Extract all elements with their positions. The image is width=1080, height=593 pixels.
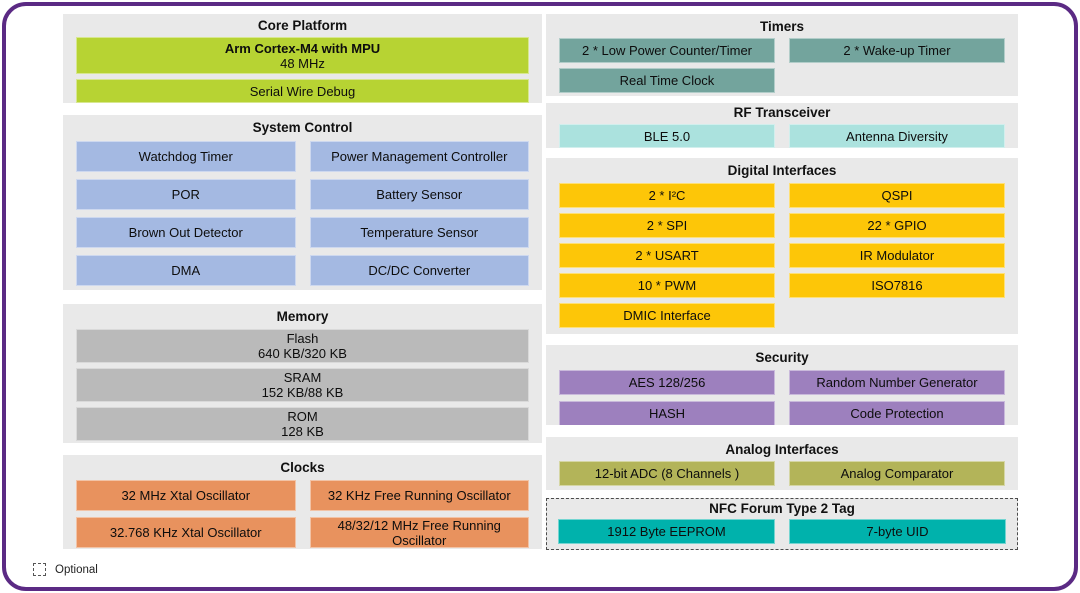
- section-title-core-platform: Core Platform: [257, 18, 348, 33]
- section-title-analog-interfaces: Analog Interfaces: [725, 442, 839, 457]
- block-label: SRAM: [283, 370, 322, 385]
- optional-dashed-box-icon: [33, 563, 46, 576]
- block-eeprom: 1912 Byte EEPROM: [558, 519, 775, 544]
- section-title-system-control: System Control: [252, 120, 353, 135]
- block-ble-5-0: BLE 5.0: [559, 124, 775, 148]
- block-32khz-free-running-oscillator: 32 KHz Free Running Oscillator: [309, 480, 529, 511]
- block-spi: 2 * SPI: [559, 213, 775, 238]
- memory-blocks: Flash 640 KB/320 KB SRAM 152 KB/88 KB RO…: [76, 329, 529, 441]
- section-core-platform: Core Platform Arm Cortex-M4 with MPU 48 …: [63, 14, 542, 103]
- analog-interfaces-blocks: 12-bit ADC (8 Channels ) Analog Comparat…: [559, 461, 1005, 486]
- block-real-time-clock: Real Time Clock: [559, 68, 775, 93]
- digital-interfaces-right-column: QSPI 22 * GPIO IR Modulator ISO7816: [789, 183, 1005, 328]
- block-32768khz-xtal-oscillator: 32.768 KHz Xtal Oscillator: [76, 517, 296, 548]
- timers-blocks: 2 * Low Power Counter/Timer 2 * Wake-up …: [559, 38, 1005, 93]
- digital-interfaces-left-column: 2 * I²C 2 * SPI 2 * USART 10 * PWM DMIC …: [559, 183, 775, 328]
- block-label: Flash: [286, 331, 319, 346]
- section-analog-interfaces: Analog Interfaces 12-bit ADC (8 Channels…: [546, 437, 1018, 490]
- rf-transceiver-blocks: BLE 5.0 Antenna Diversity: [559, 124, 1005, 148]
- section-title-clocks: Clocks: [280, 460, 325, 475]
- digital-interfaces-blocks: 2 * I²C 2 * SPI 2 * USART 10 * PWM DMIC …: [559, 183, 1005, 328]
- block-ir-modulator: IR Modulator: [789, 243, 1005, 268]
- block-uid: 7-byte UID: [789, 519, 1006, 544]
- clocks-blocks: 32 MHz Xtal Oscillator 32 KHz Free Runni…: [76, 480, 529, 548]
- block-watchdog-timer: Watchdog Timer: [76, 141, 296, 172]
- block-label: Arm Cortex-M4 with MPU: [224, 40, 381, 56]
- block-wake-up-timer: 2 * Wake-up Timer: [789, 38, 1005, 63]
- block-serial-wire-debug: Serial Wire Debug: [76, 79, 529, 103]
- block-sram: SRAM 152 KB/88 KB: [76, 368, 529, 402]
- block-dma: DMA: [76, 255, 296, 286]
- block-usart: 2 * USART: [559, 243, 775, 268]
- section-security: Security AES 128/256 Random Number Gener…: [546, 345, 1018, 425]
- block-analog-comparator: Analog Comparator: [789, 461, 1005, 486]
- right-column: Timers 2 * Low Power Counter/Timer 2 * W…: [546, 14, 1018, 550]
- block-rom: ROM 128 KB: [76, 407, 529, 441]
- left-column: Core Platform Arm Cortex-M4 with MPU 48 …: [63, 14, 542, 549]
- block-48-32-12mhz-free-running-oscillator: 48/32/12 MHz Free Running Oscillator: [309, 517, 529, 548]
- section-title-timers: Timers: [759, 19, 805, 34]
- block-sublabel: 152 KB/88 KB: [261, 385, 344, 400]
- section-timers: Timers 2 * Low Power Counter/Timer 2 * W…: [546, 14, 1018, 96]
- section-title-digital-interfaces: Digital Interfaces: [727, 163, 837, 178]
- legend-optional-label: Optional: [55, 563, 98, 576]
- block-por: POR: [76, 179, 296, 210]
- block-brown-out-detector: Brown Out Detector: [76, 217, 296, 248]
- block-sublabel: 48 MHz: [280, 55, 325, 71]
- section-title-memory: Memory: [276, 309, 329, 324]
- block-antenna-diversity: Antenna Diversity: [789, 124, 1005, 148]
- section-nfc-forum-type-2-tag: NFC Forum Type 2 Tag 1912 Byte EEPROM 7-…: [546, 498, 1018, 550]
- section-title-security: Security: [755, 350, 809, 365]
- block-i2c: 2 * I²C: [559, 183, 775, 208]
- nfc-blocks: 1912 Byte EEPROM 7-byte UID: [558, 519, 1006, 544]
- block-random-number-generator: Random Number Generator: [789, 370, 1005, 395]
- block-battery-sensor: Battery Sensor: [309, 179, 529, 210]
- block-dcdc-converter: DC/DC Converter: [309, 255, 529, 286]
- block-32mhz-xtal-oscillator: 32 MHz Xtal Oscillator: [76, 480, 296, 511]
- section-title-nfc: NFC Forum Type 2 Tag: [709, 501, 855, 516]
- system-control-blocks: Watchdog Timer Power Management Controll…: [76, 141, 529, 286]
- block-adc: 12-bit ADC (8 Channels ): [559, 461, 775, 486]
- block-power-management-controller: Power Management Controller: [309, 141, 529, 172]
- core-platform-blocks: Arm Cortex-M4 with MPU 48 MHz Serial Wir…: [76, 34, 529, 103]
- block-qspi: QSPI: [789, 183, 1005, 208]
- block-sublabel: 640 KB/320 KB: [258, 346, 347, 361]
- block-aes: AES 128/256: [559, 370, 775, 395]
- section-memory: Memory Flash 640 KB/320 KB SRAM 152 KB/8…: [63, 304, 542, 443]
- section-clocks: Clocks 32 MHz Xtal Oscillator 32 KHz Fre…: [63, 455, 542, 549]
- section-system-control: System Control Watchdog Timer Power Mana…: [63, 115, 542, 290]
- block-label: ROM: [287, 409, 318, 424]
- section-title-rf-transceiver: RF Transceiver: [733, 105, 831, 120]
- block-iso7816: ISO7816: [789, 273, 1005, 298]
- security-blocks: AES 128/256 Random Number Generator HASH…: [559, 370, 1005, 425]
- section-rf-transceiver: RF Transceiver BLE 5.0 Antenna Diversity: [546, 103, 1018, 148]
- block-sublabel: 128 KB: [281, 424, 324, 439]
- block-arm-cortex-m4: Arm Cortex-M4 with MPU 48 MHz: [76, 37, 529, 74]
- section-digital-interfaces: Digital Interfaces 2 * I²C 2 * SPI 2 * U…: [546, 158, 1018, 334]
- block-pwm: 10 * PWM: [559, 273, 775, 298]
- legend-optional: Optional: [33, 563, 98, 576]
- block-code-protection: Code Protection: [789, 401, 1005, 425]
- block-dmic-interface: DMIC Interface: [559, 303, 775, 328]
- block-flash: Flash 640 KB/320 KB: [76, 329, 529, 363]
- block-low-power-counter-timer: 2 * Low Power Counter/Timer: [559, 38, 775, 63]
- block-gpio: 22 * GPIO: [789, 213, 1005, 238]
- block-hash: HASH: [559, 401, 775, 425]
- block-temperature-sensor: Temperature Sensor: [309, 217, 529, 248]
